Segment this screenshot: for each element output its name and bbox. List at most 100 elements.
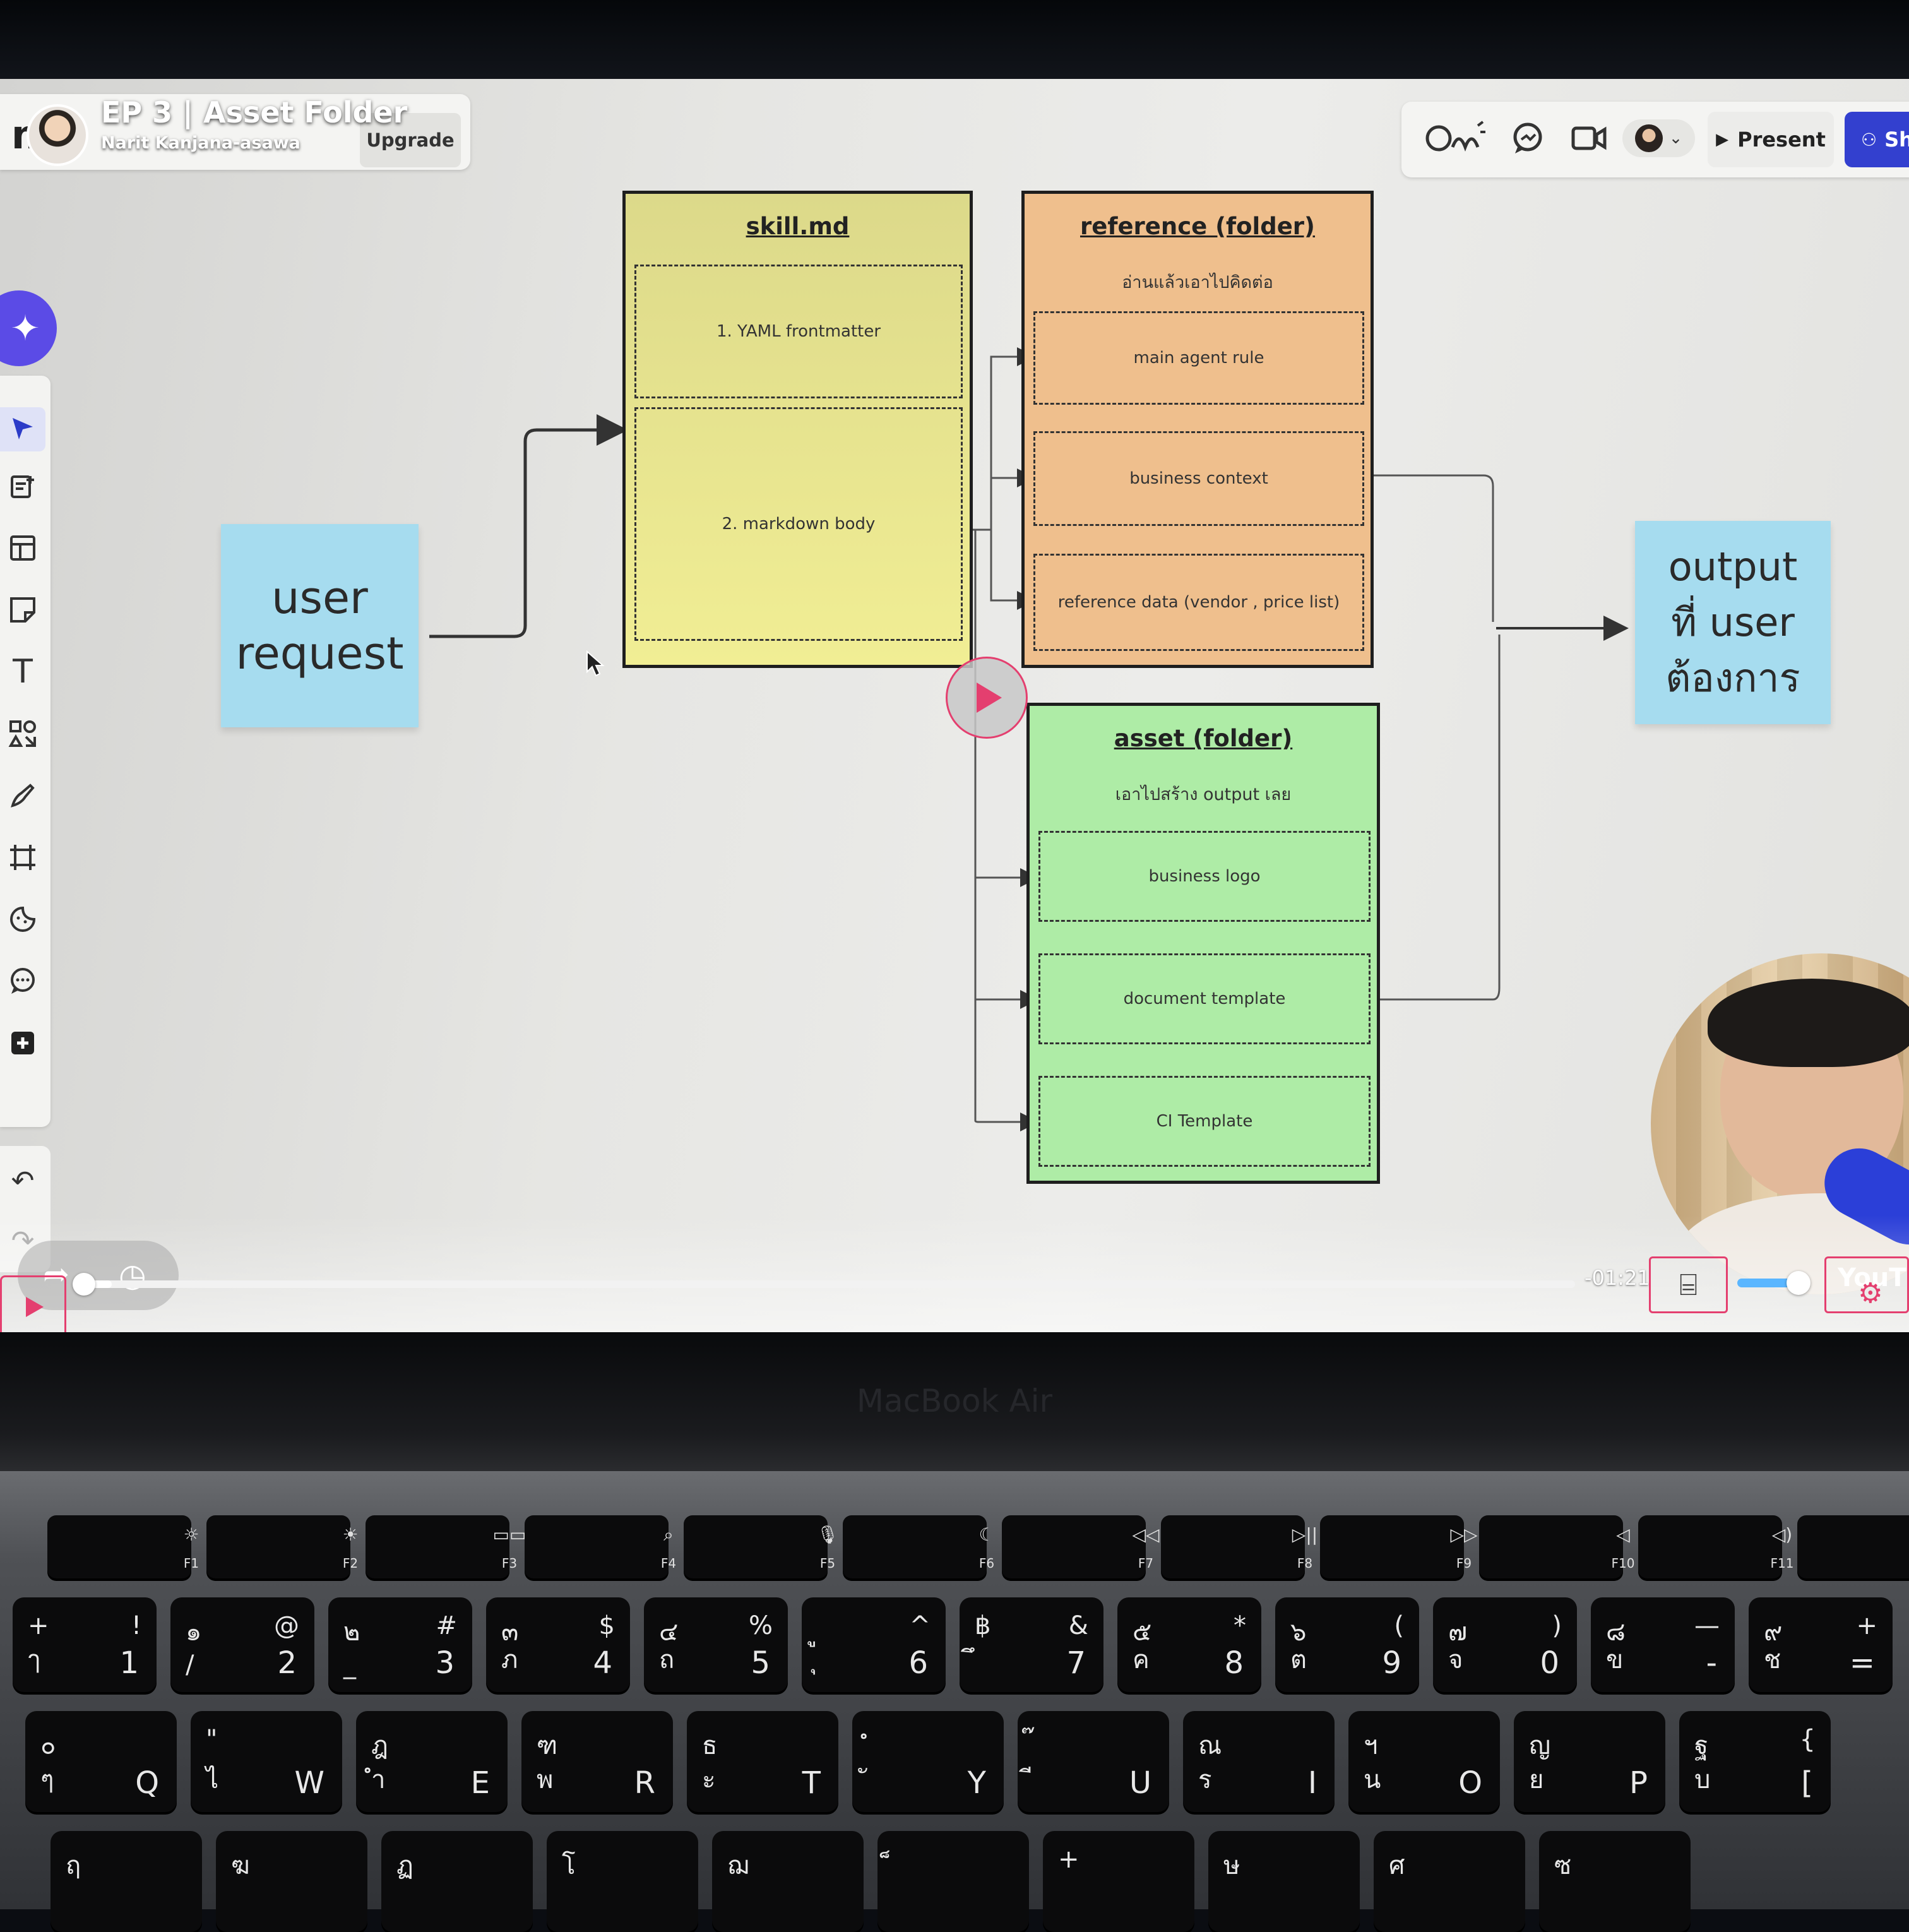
key-shift-symbol: @ xyxy=(274,1611,299,1640)
asset-business-logo[interactable]: business logo xyxy=(1038,831,1371,922)
sticker-icon[interactable] xyxy=(0,897,45,941)
key-home-row[interactable]: ษ xyxy=(1208,1831,1360,1932)
key-f12[interactable]: ◁))F12 xyxy=(1797,1515,1909,1578)
key-number-4[interactable]: ๓ภ$4 xyxy=(486,1597,630,1692)
key-number-9[interactable]: ๖ต(9 xyxy=(1275,1597,1419,1692)
key-main: 6 xyxy=(908,1645,928,1681)
ai-sparkle-icon[interactable]: ✦ xyxy=(0,290,57,366)
skill-markdown-body[interactable]: 2. markdown body xyxy=(634,407,963,641)
key-f10[interactable]: ◁F10 xyxy=(1479,1515,1634,1578)
key-f3[interactable]: ▭▭F3 xyxy=(366,1515,526,1578)
play-button[interactable] xyxy=(0,1275,66,1335)
chat-icon[interactable] xyxy=(1506,119,1550,157)
asset-document-template[interactable]: document template xyxy=(1038,953,1371,1044)
captions-button[interactable]: ⌸ xyxy=(1649,1256,1728,1313)
collaborator-menu[interactable]: ⌄ xyxy=(1622,119,1695,157)
select-tool-icon[interactable] xyxy=(0,407,45,451)
key-home-row[interactable]: ฆ xyxy=(216,1831,367,1932)
volume-slider[interactable] xyxy=(1737,1279,1800,1287)
asset-ci-template[interactable]: CI Template xyxy=(1038,1076,1371,1167)
key-home-row[interactable]: ฏ xyxy=(381,1831,533,1932)
key-home-row[interactable]: ฌ xyxy=(712,1831,864,1932)
sticky-user-request[interactable]: user request xyxy=(221,524,419,727)
key-thai-shift: ณ xyxy=(1198,1731,1222,1760)
key-f6[interactable]: ☾F6 xyxy=(843,1515,995,1578)
key-main: - xyxy=(1706,1645,1717,1681)
key-thai-shift: ๗ xyxy=(1448,1618,1468,1647)
key-letter-U[interactable]: ๊ีU xyxy=(1018,1711,1169,1812)
video-call-icon[interactable] xyxy=(1567,119,1611,157)
progress-scrubber[interactable] xyxy=(73,1273,95,1296)
reference-data-section[interactable]: reference data (vendor , price list) xyxy=(1033,554,1364,651)
key-home-row[interactable]: ็ xyxy=(877,1831,1029,1932)
asset-folder-box[interactable]: asset (folder) เอาไปสร้าง output เลย bus… xyxy=(1026,703,1380,1184)
settings-button[interactable]: YouT ⚙ xyxy=(1824,1256,1909,1313)
channel-avatar[interactable] xyxy=(27,104,88,166)
share-button[interactable]: ⚇ Sh xyxy=(1845,112,1909,167)
key-number-1[interactable]: +ๅ!1 xyxy=(13,1597,157,1692)
shapes-icon[interactable] xyxy=(0,712,45,756)
upgrade-button[interactable]: Upgrade xyxy=(360,113,461,167)
skill-yaml-frontmatter[interactable]: 1. YAML frontmatter xyxy=(634,265,963,398)
frame-icon[interactable] xyxy=(0,835,45,880)
key-f5[interactable]: 🎙F5 xyxy=(684,1515,839,1578)
video-author[interactable]: Narit Kanjana-asawa xyxy=(101,133,300,153)
templates-icon[interactable] xyxy=(0,464,45,508)
layout-icon[interactable] xyxy=(0,526,45,570)
undo-icon[interactable]: ↶ xyxy=(11,1164,35,1197)
volume-knob[interactable] xyxy=(1787,1271,1811,1295)
key-number-8[interactable]: ๕ค*8 xyxy=(1117,1597,1261,1692)
key-main: [ xyxy=(1801,1765,1813,1801)
sticky-note-icon[interactable] xyxy=(0,588,45,632)
sticky-output[interactable]: output ที่ user ต้องการ xyxy=(1635,521,1831,724)
key-f7[interactable]: ◁◁F7 xyxy=(1002,1515,1160,1578)
key-thai-shift: ๑ xyxy=(186,1618,202,1647)
key-home-row[interactable]: ศ xyxy=(1374,1831,1525,1932)
key-f8[interactable]: ▷||F8 xyxy=(1161,1515,1317,1578)
key-f2[interactable]: ☀F2 xyxy=(206,1515,359,1578)
comment-icon[interactable] xyxy=(0,959,45,1003)
reference-folder-box[interactable]: reference (folder) อ่านแล้วเอาไปคิดต่อ m… xyxy=(1021,191,1374,668)
add-more-icon[interactable] xyxy=(0,1021,45,1065)
skill-md-box[interactable]: skill.md 1. YAML frontmatter 2. markdown… xyxy=(622,191,973,668)
watch-later-icon[interactable]: ◷ xyxy=(119,1257,146,1294)
key-number-5[interactable]: ๔ถ%5 xyxy=(644,1597,788,1692)
key-f4[interactable]: ⌕F4 xyxy=(525,1515,676,1578)
reference-business-context[interactable]: business context xyxy=(1033,431,1364,526)
key-f11[interactable]: ◁)F11 xyxy=(1638,1515,1793,1578)
key-f9[interactable]: ▷▷F9 xyxy=(1320,1515,1478,1578)
key-letter-Y[interactable]: ํัY xyxy=(852,1711,1004,1812)
key-letter-[[interactable]: ฐบ[{ xyxy=(1679,1711,1831,1812)
key-thai-shift: + xyxy=(28,1611,49,1640)
video-play-overlay[interactable] xyxy=(946,657,1028,739)
key-home-row[interactable]: ซ xyxy=(1539,1831,1691,1932)
key-number--[interactable]: ๘ข—- xyxy=(1591,1597,1735,1692)
key-number-7[interactable]: ฿ึ&7 xyxy=(960,1597,1103,1692)
video-title[interactable]: EP 3 | Asset Folder xyxy=(101,95,408,129)
reference-main-agent-rule[interactable]: main agent rule xyxy=(1033,311,1364,405)
present-button[interactable]: ▶ Present xyxy=(1708,112,1834,167)
key-number-2[interactable]: ๑/@2 xyxy=(170,1597,314,1692)
key-home-row[interactable]: ฤ xyxy=(51,1831,202,1932)
key-thai-shift: ฏ xyxy=(396,1851,413,1880)
key-number-0[interactable]: ๗จ)0 xyxy=(1433,1597,1577,1692)
key-f1[interactable]: ☼F1 xyxy=(47,1515,199,1578)
reactions-icon[interactable] xyxy=(1420,119,1490,157)
key-home-row[interactable]: + xyxy=(1043,1831,1194,1932)
connector-skill-to-main-rule xyxy=(967,347,1036,531)
progress-track[interactable] xyxy=(82,1280,1575,1288)
key-number-3[interactable]: ๒_#3 xyxy=(328,1597,472,1692)
key-home-row[interactable]: โ xyxy=(547,1831,698,1932)
pen-icon[interactable] xyxy=(0,773,45,818)
key-number-6[interactable]: ูุ^6 xyxy=(802,1597,946,1692)
key-number-=[interactable]: ๙ช+= xyxy=(1749,1597,1893,1692)
text-tool-icon[interactable]: T xyxy=(13,653,33,691)
